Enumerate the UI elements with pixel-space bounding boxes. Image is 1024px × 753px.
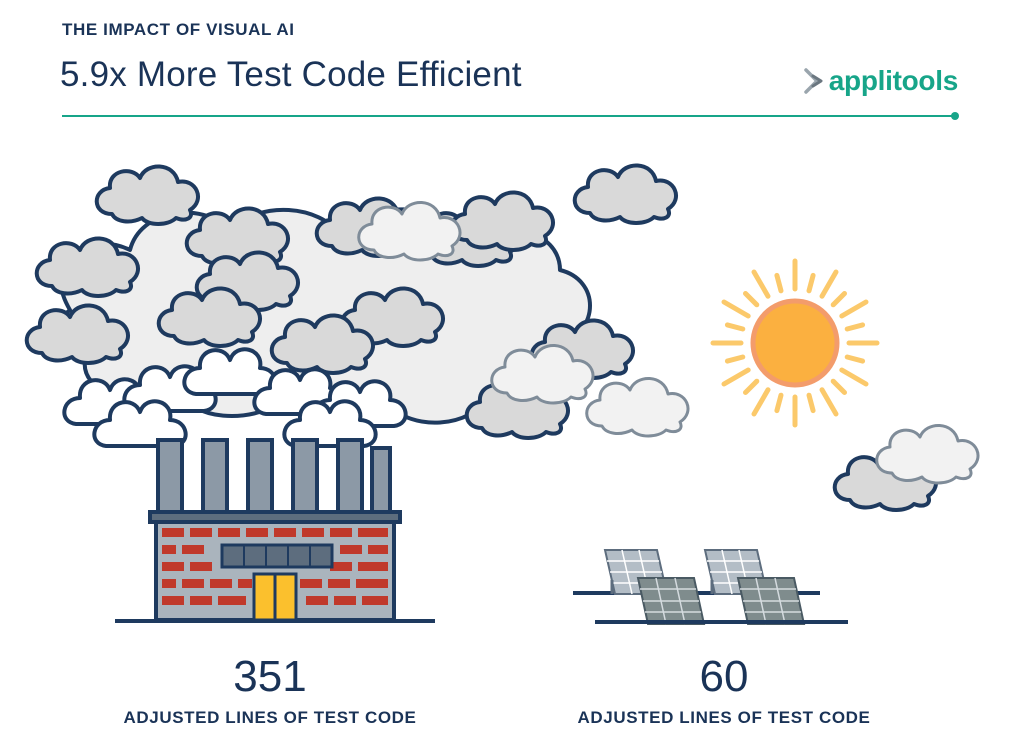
sun-ray <box>830 291 847 308</box>
factory-building <box>115 510 435 623</box>
sun-ray <box>830 378 847 395</box>
sun-ray <box>724 354 746 364</box>
solar-stat-label: ADJUSTED LINES OF TEST CODE <box>577 708 871 727</box>
brand-name: applitools <box>828 65 959 96</box>
sun-ray <box>819 269 839 299</box>
sun-icon <box>710 258 880 428</box>
sun-ray <box>839 367 869 387</box>
solar-panels <box>573 549 848 625</box>
sun-ray <box>806 392 816 414</box>
sun-ray <box>774 272 784 294</box>
sun-ray <box>724 322 746 332</box>
sun-ray <box>844 322 866 332</box>
page-title: 5.9x More Test Code Efficient <box>60 55 522 94</box>
sun-ray <box>721 299 751 319</box>
sun-ray <box>774 392 784 414</box>
sun-ray <box>721 367 751 387</box>
brand-logo[interactable]: applitools <box>803 64 958 98</box>
solar-stat-value: 60 <box>699 652 749 701</box>
sun-ray <box>806 272 816 294</box>
sun-ray <box>844 354 866 364</box>
sun-ray <box>751 269 771 299</box>
sun-ray <box>819 387 839 417</box>
sun-ray <box>743 378 760 395</box>
header-divider <box>62 115 954 117</box>
sun-ray <box>839 299 869 319</box>
header-divider-dot <box>951 112 959 120</box>
applitools-logo-icon <box>804 68 823 94</box>
factory-stat-value: 351 <box>233 652 307 701</box>
factory-stat-label: ADJUSTED LINES OF TEST CODE <box>123 708 417 727</box>
illustration <box>24 163 980 625</box>
sun-ray <box>743 291 760 308</box>
sun-ray <box>751 387 771 417</box>
smokestacks <box>156 438 392 514</box>
eyebrow-title: THE IMPACT OF VISUAL AI <box>62 20 295 39</box>
